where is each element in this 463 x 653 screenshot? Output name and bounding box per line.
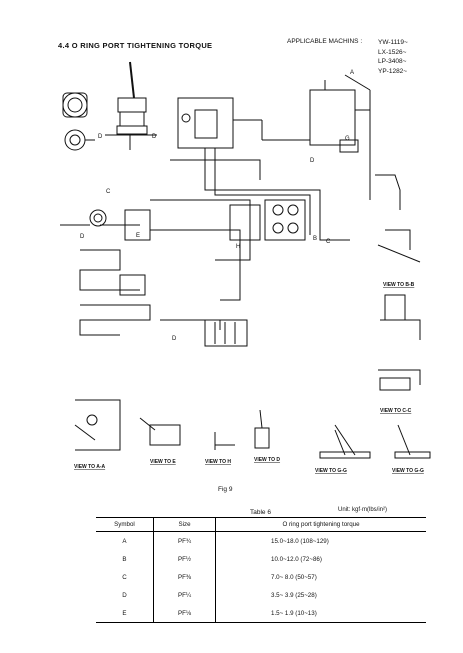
table-label: Table 6 bbox=[250, 509, 271, 516]
size-cell: PF¾ bbox=[153, 531, 216, 550]
point-label: G bbox=[345, 136, 350, 142]
size-cell: PF⅛ bbox=[153, 604, 216, 623]
symbol-cell: A bbox=[96, 531, 154, 550]
view-caption: VIEW TO C-C bbox=[380, 408, 412, 414]
view-caption: VIEW TO G-G bbox=[392, 468, 424, 474]
point-label: B bbox=[313, 236, 317, 242]
symbol-cell: D bbox=[96, 586, 154, 604]
control-valve bbox=[177, 97, 262, 180]
unit-label: Unit: kgf·m(lbs/in²) bbox=[338, 507, 388, 513]
view-caption: VIEW TO G-G bbox=[315, 468, 347, 474]
torque-cell: 3.5~ 3.9 (25~28) bbox=[271, 591, 317, 599]
point-label: E bbox=[136, 233, 140, 239]
pipe-runs bbox=[60, 159, 350, 336]
torque-table: Symbol Size O ring port tightening torqu… bbox=[96, 517, 426, 623]
model-item: LP-3408~ bbox=[378, 58, 407, 65]
point-label: D bbox=[172, 336, 177, 342]
applicable-machines-label: APPLICABLE MACHINS : bbox=[287, 38, 363, 45]
table-row: C PF⅜ 7.0~ 8.0 (50~57) bbox=[96, 568, 426, 586]
torque-cell: 1.5~ 1.9 (10~13) bbox=[215, 604, 426, 623]
column-header: Size bbox=[153, 517, 216, 532]
torque-cell: 7.0~ 8.0 (50~57) bbox=[271, 573, 317, 581]
view-caption: VIEW TO B-B bbox=[383, 282, 415, 288]
point-label: D bbox=[310, 158, 315, 164]
torque-cell: 15.0~18.0 (108~129) bbox=[271, 537, 329, 545]
table-row: D PF¼ 3.5~ 3.9 (25~28) bbox=[96, 586, 426, 604]
point-label: A bbox=[350, 70, 354, 76]
view-caption: VIEW TO D bbox=[254, 457, 280, 463]
hydraulic-piping-diagram: A B C C D D D D D E G H VIEW TO A-A VIEW… bbox=[60, 61, 431, 474]
lever-assembly bbox=[105, 61, 157, 150]
table-row: E PF⅛ 1.5~ 1.9 (10~13) bbox=[96, 604, 426, 623]
size-cell: PF¼ bbox=[153, 586, 216, 604]
model-item: YP-1282~ bbox=[378, 67, 408, 75]
view-caption: VIEW TO E bbox=[150, 459, 176, 465]
table-row: A PF¾ 15.0~18.0 (108~129) bbox=[96, 531, 426, 550]
model-item: YW-1119~ bbox=[378, 39, 408, 46]
torque-cell: 10.0~12.0 (72~86) bbox=[271, 555, 322, 563]
point-label: D bbox=[98, 134, 103, 140]
column-header: O ring port tightening torque bbox=[215, 517, 426, 532]
bottom-detail-views bbox=[74, 399, 431, 459]
model-list: YW-1119~ LX-1526~ LP-3408~ YP-1282~ bbox=[378, 38, 408, 76]
symbol-cell: C bbox=[96, 568, 154, 586]
model-item: LX-1526~ bbox=[378, 48, 407, 56]
point-label: D bbox=[152, 134, 157, 140]
table-row: B PF½ 10.0~12.0 (72~86) bbox=[96, 550, 426, 568]
size-cell: PF⅜ bbox=[153, 568, 216, 586]
point-label: D bbox=[80, 234, 85, 240]
upper-right-piping bbox=[261, 74, 371, 200]
right-detail-views bbox=[375, 174, 421, 391]
flange-detail bbox=[62, 92, 95, 151]
column-header: Symbol bbox=[96, 517, 154, 532]
swivel-fitting bbox=[89, 209, 151, 241]
pump-assembly bbox=[229, 199, 306, 241]
symbol-cell: B bbox=[96, 550, 154, 568]
point-label: C bbox=[326, 239, 331, 245]
symbol-cell: E bbox=[96, 604, 154, 623]
lower-manifold bbox=[119, 274, 248, 347]
view-caption: VIEW TO H bbox=[205, 459, 231, 465]
section-title: 4.4 O RING PORT TIGHTENING TORQUE bbox=[58, 41, 213, 50]
table-header-row: Symbol Size O ring port tightening torqu… bbox=[96, 517, 426, 532]
size-cell: PF½ bbox=[153, 550, 216, 568]
point-label: H bbox=[236, 244, 240, 250]
point-label: C bbox=[106, 189, 111, 195]
view-caption: VIEW TO A-A bbox=[74, 464, 106, 470]
figure-label: Fig 9 bbox=[218, 486, 233, 493]
